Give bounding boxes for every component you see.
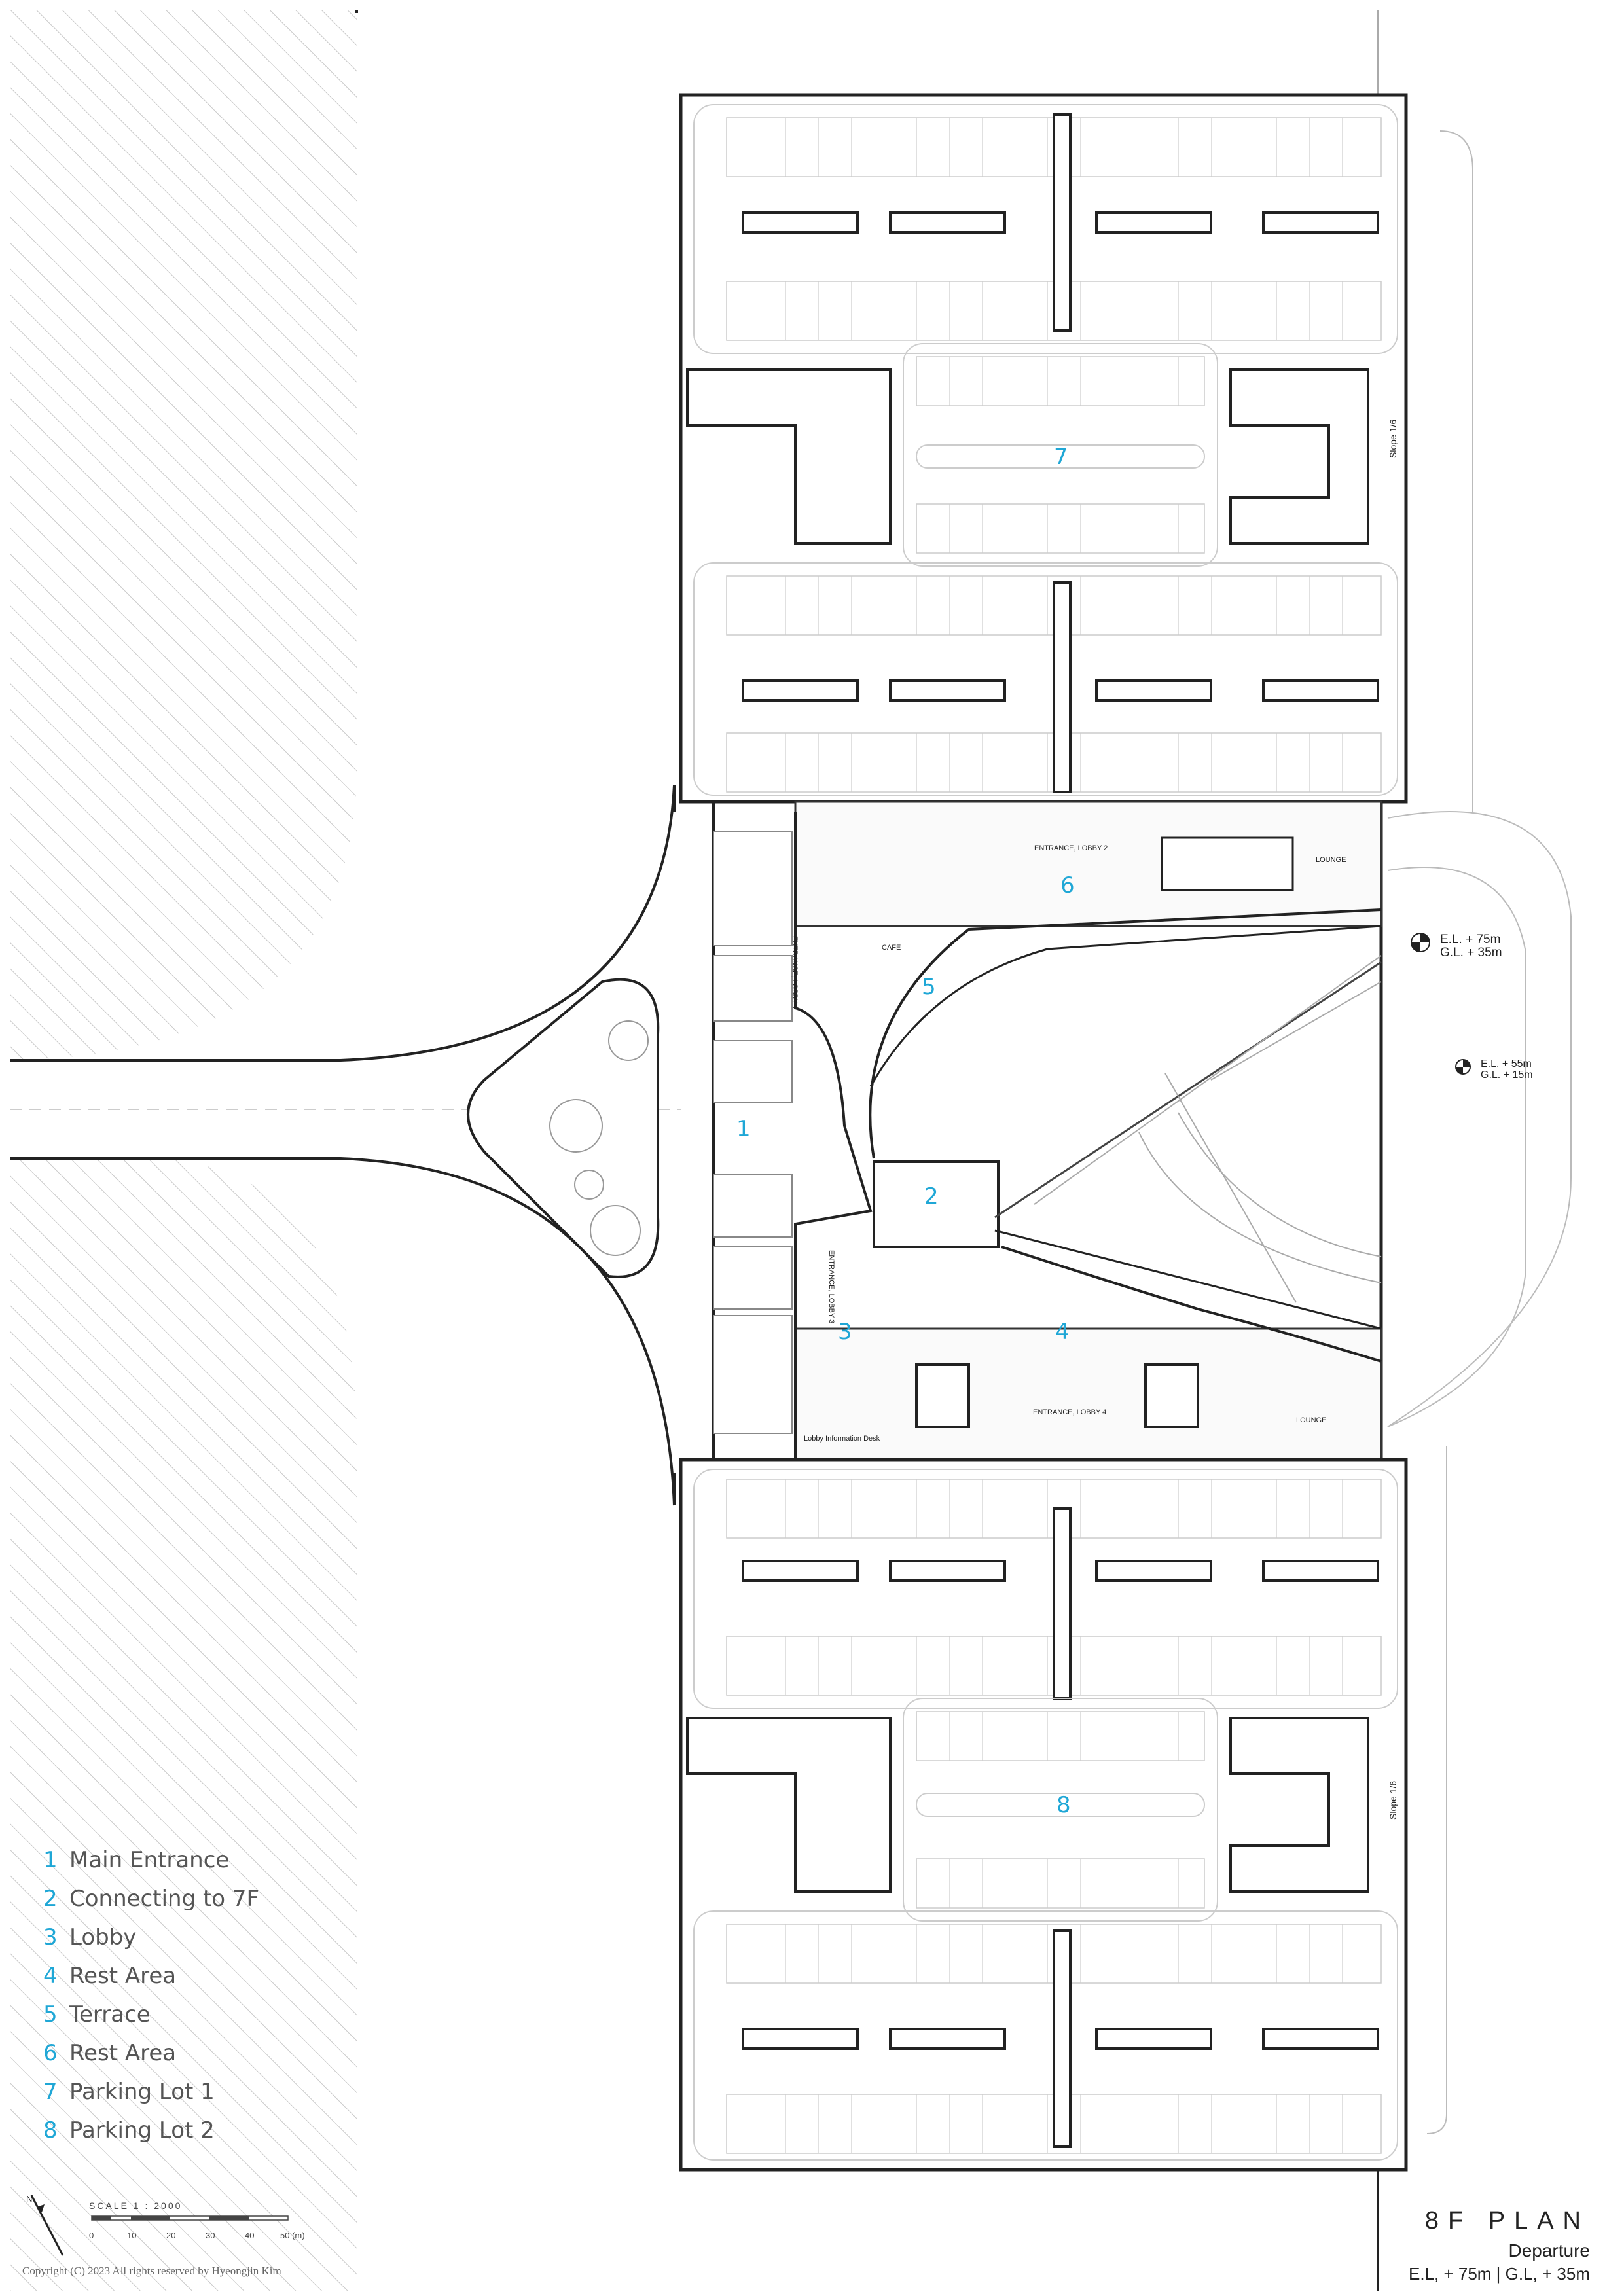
legend-item: 1 Main Entrance [43,1840,384,1879]
scale-bar-graphic [91,2215,289,2221]
elevation-label-lower: E.L. + 55m G.L. + 15m [1481,1058,1533,1081]
area-number-6: 6 [1060,872,1075,899]
legend-item: 8 Parking Lot 2 [43,2111,384,2149]
label-entrance-lobby-3: ENTRANCE, LOBBY 3 [827,1250,835,1324]
scale-ticks: 0 10 20 30 40 50 (m) [89,2231,312,2242]
legend-item: 4 Rest Area [43,1956,384,1995]
parking-lot-2 [679,1458,1408,2172]
legend-number: 8 [43,2117,58,2144]
el-upper-el: E.L. + 75m [1440,933,1501,946]
label-cafe: CAFE [882,944,901,952]
elevation-marker-icon [1411,933,1471,1075]
label-entrance-lobby-2: ENTRANCE, LOBBY 2 [1034,844,1108,852]
area-number-8: 8 [1056,1792,1071,1818]
plan-title: 8F PLAN [1424,2207,1590,2234]
el-lower-gl: G.L. + 15m [1481,1069,1533,1081]
scale-title: SCALE 1 : 2000 [89,2200,183,2211]
legend-label: Connecting to 7F [69,1885,260,1912]
scale-tick: 10 [127,2231,137,2240]
label-entrance-lobby-1: ENTRANCE, LOBBY 1 [791,936,799,1010]
scale-tick: 50 (m) [280,2231,305,2240]
legend-label: Main Entrance [69,1846,230,1873]
label-lounge-bottom: LOUNGE [1296,1416,1327,1424]
scale-tick: 0 [89,2231,94,2240]
label-slope-top: Slope 1/6 [1388,419,1398,458]
legend-item: 5 Terrace [43,1995,384,2034]
scale-tick: 30 [206,2231,215,2240]
scale-tick: 40 [245,2231,255,2240]
north-arrow-icon: N [25,2190,71,2265]
elevation-label-upper: E.L. + 75m G.L. + 35m [1440,933,1502,960]
legend-item: 2 Connecting to 7F [43,1879,384,1918]
label-entrance-lobby-4: ENTRANCE, LOBBY 4 [1033,1408,1107,1416]
el-upper-gl: G.L. + 35m [1440,946,1502,960]
legend-label: Parking Lot 2 [69,2117,215,2144]
compass-label: N [26,2194,32,2204]
el-lower-el: E.L. + 55m [1481,1058,1532,1069]
plan-subtitle: Departure [1508,2240,1590,2261]
legend-number: 7 [43,2078,58,2105]
legend-item: 7 Parking Lot 1 [43,2072,384,2111]
area-number-7: 7 [1054,444,1068,470]
legend-number: 2 [43,1885,58,1912]
legend-number: 5 [43,2001,58,2028]
area-number-5: 5 [922,974,936,1000]
legend-label: Lobby [69,1924,137,1950]
legend-label: Terrace [69,2001,151,2028]
area-number-2: 2 [924,1183,939,1210]
area-number-3: 3 [838,1319,852,1345]
title-block: 8F PLAN Departure E.L, + 75m | G.L, + 35… [1409,2207,1590,2284]
area-number-1: 1 [736,1116,751,1142]
legend-number: 1 [43,1846,58,1873]
scale-tick: 20 [166,2231,176,2240]
area-number-4: 4 [1055,1319,1070,1345]
label-lounge-top: LOUNGE [1316,856,1346,864]
legend-label: Rest Area [69,2039,177,2066]
legend-number: 3 [43,1924,58,1950]
parking-lot-1 [679,93,1408,804]
legend-item: 3 Lobby [43,1918,384,1956]
label-slope-bottom: Slope 1/6 [1388,1780,1398,1820]
legend-label: Rest Area [69,1962,177,1989]
plan-elevation: E.L, + 75m | G.L, + 35m [1409,2264,1590,2284]
legend-label: Parking Lot 1 [69,2078,215,2105]
terminal-building [712,800,1383,1462]
legend-item: 6 Rest Area [43,2034,384,2072]
hatched-land [10,10,357,2291]
copyright-text: Copyright (C) 2023 All rights reserved b… [22,2265,281,2277]
legend-number: 6 [43,2039,58,2066]
label-lobby-info-desk: Lobby Information Desk [804,1435,880,1443]
legend-number: 4 [43,1962,58,1989]
scale-bar: SCALE 1 : 2000 0 10 20 30 40 50 (m) [89,2200,312,2242]
